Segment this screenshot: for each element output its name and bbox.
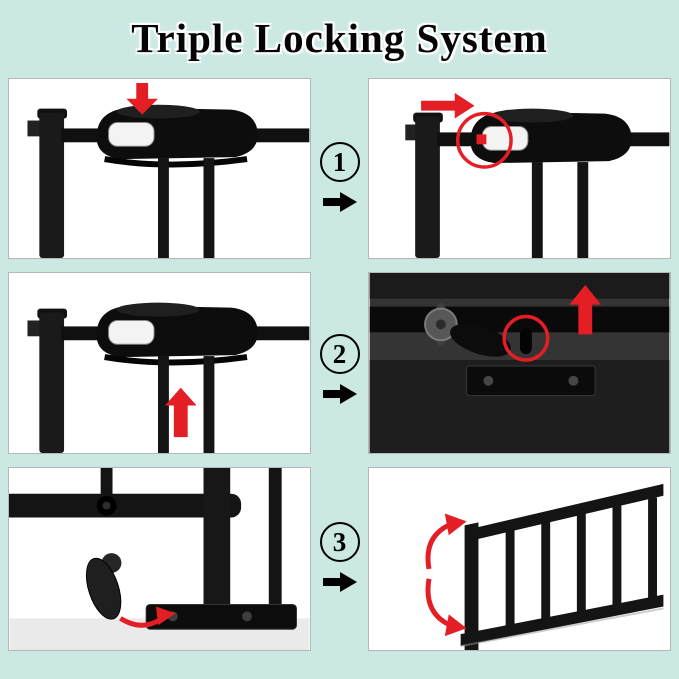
step2-number-badge: 2 bbox=[319, 334, 360, 374]
highlight-circle bbox=[502, 314, 550, 362]
gate-top-assembly bbox=[405, 108, 670, 258]
gate-lock-pin-detail-photo bbox=[369, 273, 670, 453]
gate-latch-press-down-photo bbox=[27, 82, 310, 258]
gate-top-assembly bbox=[27, 104, 310, 258]
floor-base-plate bbox=[145, 604, 297, 630]
gate-bottom-foot-pedal-photo bbox=[9, 468, 310, 650]
gate-bottom-assembly bbox=[9, 468, 282, 629]
step2-left-panel bbox=[8, 272, 311, 454]
step1-right-panel bbox=[368, 78, 671, 259]
red-slider-tab bbox=[476, 134, 487, 145]
latch-lever bbox=[450, 323, 511, 357]
step1-connector bbox=[311, 192, 368, 217]
red-slide-right-arrow-icon bbox=[421, 92, 475, 119]
red-swing-up-arrow-icon bbox=[425, 513, 467, 570]
hinge-knob bbox=[424, 302, 458, 347]
step3-right-panel bbox=[368, 467, 671, 651]
step3-number-badge: 3 bbox=[319, 522, 360, 562]
right-arrow-icon bbox=[322, 384, 357, 404]
step1-number-badge: 1 bbox=[319, 142, 360, 182]
red-press-down-arrow-icon bbox=[126, 82, 159, 115]
step3-connector bbox=[311, 572, 368, 597]
step2-connector bbox=[311, 384, 368, 409]
page-title: Triple Locking System bbox=[131, 15, 548, 61]
highlight-circle bbox=[455, 111, 513, 169]
gate-latch-lift-up-photo bbox=[27, 302, 310, 453]
step2-marker: 2 bbox=[311, 334, 368, 409]
base-plate bbox=[466, 365, 596, 397]
step1-marker: 1 bbox=[311, 142, 368, 217]
red-lift-up-arrow-icon bbox=[569, 284, 602, 335]
right-arrow-icon bbox=[322, 192, 357, 212]
step3-left-panel bbox=[8, 467, 311, 651]
gate-swing-open-photo bbox=[425, 483, 664, 650]
red-lift-up-arrow-icon bbox=[164, 387, 197, 438]
lock-pin bbox=[519, 328, 532, 355]
gate-latch-slide-right-photo bbox=[405, 92, 670, 258]
open-gate-frame bbox=[460, 483, 664, 650]
gate-top-assembly bbox=[27, 302, 310, 453]
red-swing-down-arrow-icon bbox=[425, 578, 467, 637]
step1-left-panel bbox=[8, 78, 311, 259]
right-arrow-icon bbox=[322, 572, 357, 592]
step3-marker: 3 bbox=[311, 522, 368, 597]
foot-pedal bbox=[85, 553, 122, 620]
step2-right-panel bbox=[368, 272, 671, 454]
red-curved-arrow-icon bbox=[119, 606, 176, 628]
